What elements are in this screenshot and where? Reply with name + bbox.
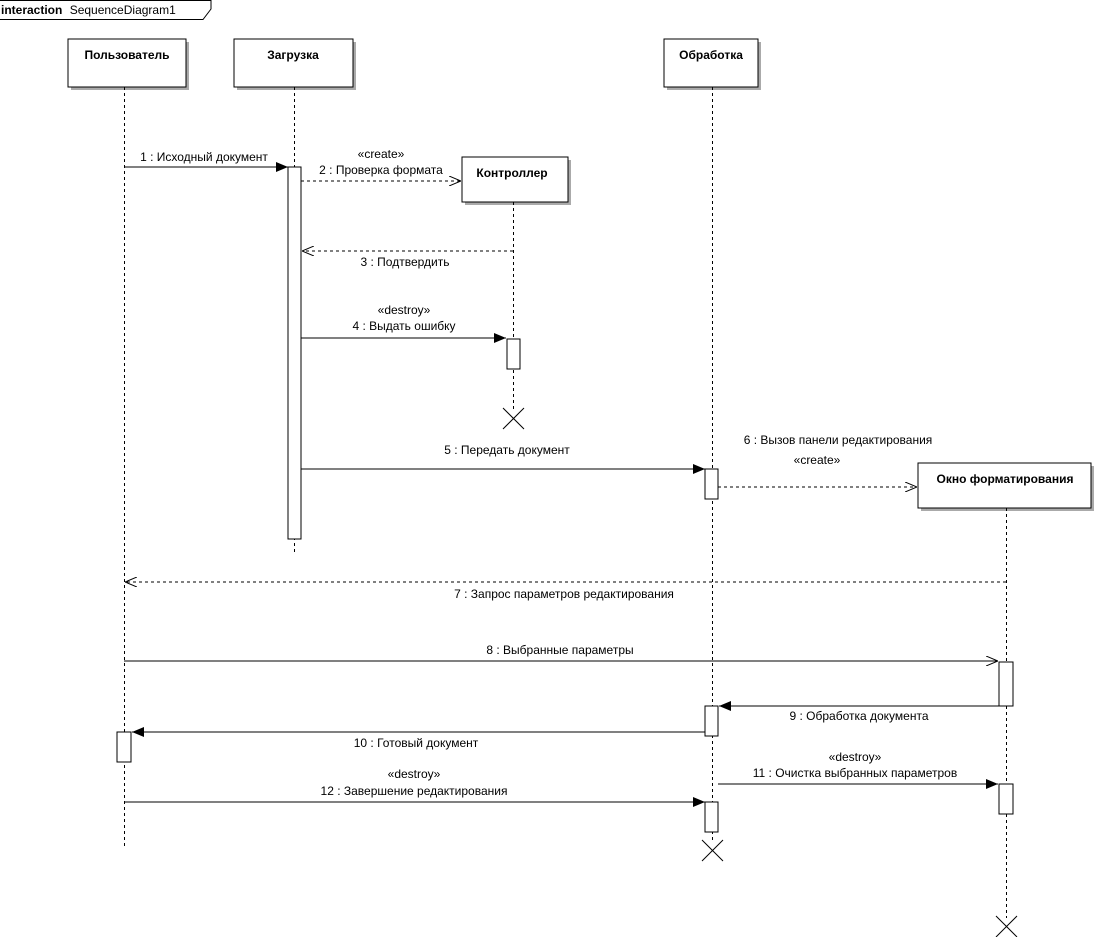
message-label: 4 : Выдать ошибку [352,319,455,333]
lifeline-name: Загрузка [267,48,319,62]
message-10: 10 : Готовый документ [132,727,705,750]
activation-proc-2 [704,705,719,737]
lifeline-name: Обработка [679,48,743,62]
lifeline-proc: Обработка [663,38,761,842]
activation-proc-1 [704,468,719,500]
message-label: 2 : Проверка формата [319,163,443,177]
message-9: 9 : Обработка документа [719,701,999,723]
lifeline-name: Пользователь [84,48,169,62]
message-stereotype: «create» [794,453,841,467]
message-8: 8 : Выбранные параметры [124,643,998,661]
activation-user [116,731,132,763]
message-label: 1 : Исходный документ [140,150,268,164]
lifeline-user: Пользователь [67,38,189,848]
message-11: «destroy» 11 : Очистка выбранных парамет… [718,750,998,789]
message-5: 5 : Передать документ [301,443,705,474]
activation-win-1 [998,661,1014,707]
message-stereotype: «destroy» [378,303,431,317]
destroy-mark-proc [701,839,724,862]
svg-text:interaction SequenceDiag: interaction SequenceDiagram1 [1,3,176,17]
frame-keyword: interaction [1,3,62,17]
destroy-mark-ctrl [502,407,525,430]
lifeline-name: Окно форматирования [937,472,1074,486]
message-stereotype: «destroy» [388,767,441,781]
message-4: «destroy» 4 : Выдать ошибку [301,303,506,343]
message-stereotype: «create» [358,147,405,161]
activation-ctrl [506,338,521,370]
message-label: 3 : Подтвердить [361,255,450,269]
activation-proc-3 [704,801,719,833]
message-2: «create» 2 : Проверка формата [301,147,461,181]
message-3: 3 : Подтвердить [302,251,513,269]
message-1: 1 : Исходный документ [124,150,288,172]
message-label: 6 : Вызов панели редактирования [744,433,933,447]
message-stereotype: «destroy» [829,750,882,764]
lifeline-ctrl: Контроллер [461,156,571,430]
lifeline-name: Контроллер [476,166,547,180]
frame-tab: interaction SequenceDiagram1 [0,0,212,20]
message-label: 11 : Очистка выбранных параметров [753,766,957,780]
frame-name: SequenceDiagram1 [70,3,176,17]
message-12: «destroy» 12 : Завершение редактирования [124,767,705,807]
message-7: 7 : Запрос параметров редактирования [125,582,1006,601]
message-label: 8 : Выбранные параметры [486,643,633,657]
destroy-mark-win [995,915,1018,938]
lifeline-win: Окно форматирования [917,462,1094,938]
message-label: 9 : Обработка документа [789,709,928,723]
activation-win-2 [998,783,1014,815]
message-6: 6 : Вызов панели редактирования «create» [718,433,932,487]
message-label: 10 : Готовый документ [354,736,479,750]
activations [116,166,1014,833]
message-label: 5 : Передать документ [444,443,570,457]
lifeline-load: Загрузка [233,38,356,553]
message-label: 7 : Запрос параметров редактирования [454,587,674,601]
message-label: 12 : Завершение редактирования [321,784,508,798]
activation-load [287,166,302,540]
